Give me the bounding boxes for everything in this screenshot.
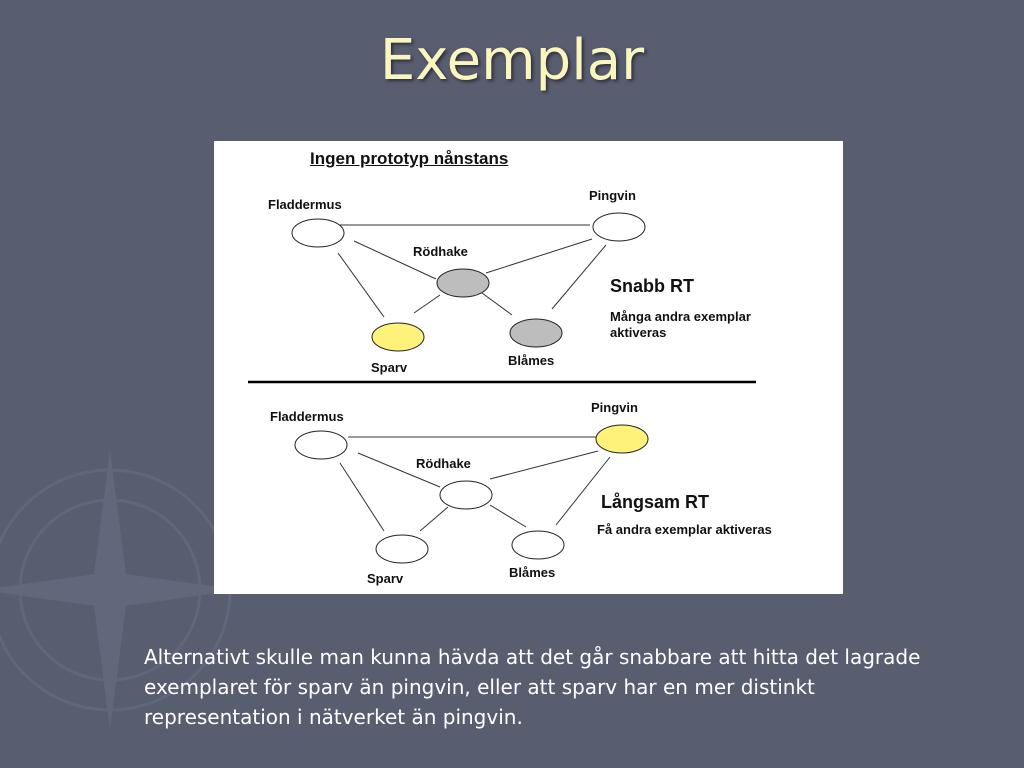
edge-top-pingvin-rodhake bbox=[485, 238, 593, 274]
edge-bottom-fladdermus-sparv bbox=[339, 462, 385, 532]
node-bottom-pingvin bbox=[595, 424, 649, 454]
label-top-sparv: Sparv bbox=[371, 360, 408, 375]
label-top-pingvin: Pingvin bbox=[589, 188, 636, 203]
slide-title: Exemplar bbox=[379, 28, 645, 93]
diagram-heading: Ingen prototyp nånstans bbox=[310, 149, 509, 168]
edge-bottom-rodhake-sparv bbox=[419, 506, 449, 532]
label-bottom-rodhake: Rödhake bbox=[416, 456, 471, 471]
bottom-rt-title: Långsam RT bbox=[601, 492, 710, 512]
label-bottom-pingvin: Pingvin bbox=[591, 400, 638, 415]
edge-top-fladdermus-rodhake bbox=[353, 240, 437, 280]
node-top-sparv bbox=[371, 322, 425, 352]
compass-watermark-icon bbox=[0, 450, 240, 730]
label-bottom-blames: Blåmes bbox=[509, 565, 556, 580]
edge-top-pingvin-blames bbox=[551, 244, 607, 310]
node-top-rodhake bbox=[436, 268, 490, 298]
diagram-graphics bbox=[248, 212, 756, 564]
node-top-fladdermus bbox=[291, 218, 345, 248]
edge-bottom-pingvin-blames bbox=[555, 456, 611, 526]
edge-top-rodhake-blames bbox=[481, 292, 513, 316]
edge-bottom-pingvin-rodhake bbox=[489, 450, 599, 480]
node-bottom-rodhake bbox=[439, 480, 493, 510]
label-top-rodhake: Rödhake bbox=[413, 244, 468, 259]
exemplar-diagram: Ingen prototyp nånstans Fladdermus Pingv… bbox=[214, 141, 843, 594]
bottom-rt-text: Få andra exemplar aktiveras bbox=[597, 522, 772, 537]
label-bottom-sparv: Sparv bbox=[367, 571, 404, 586]
node-top-pingvin bbox=[592, 212, 646, 242]
label-top-fladdermus: Fladdermus bbox=[268, 197, 342, 212]
top-rt-title: Snabb RT bbox=[610, 276, 694, 296]
edge-bottom-fladdermus-rodhake bbox=[357, 452, 441, 488]
top-rt-text: Många andra exemplar aktiveras bbox=[610, 309, 751, 340]
slide-caption: Alternativt skulle man kunna hävda att d… bbox=[144, 645, 921, 729]
edge-bottom-rodhake-blames bbox=[489, 504, 527, 528]
label-top-blames: Blåmes bbox=[508, 353, 555, 368]
label-bottom-fladdermus: Fladdermus bbox=[270, 409, 344, 424]
node-top-blames bbox=[509, 318, 563, 348]
node-bottom-fladdermus bbox=[294, 430, 348, 460]
node-bottom-sparv bbox=[375, 534, 429, 564]
edge-top-rodhake-sparv bbox=[413, 294, 441, 314]
node-bottom-blames bbox=[511, 530, 565, 560]
edge-top-fladdermus-sparv bbox=[337, 252, 385, 318]
